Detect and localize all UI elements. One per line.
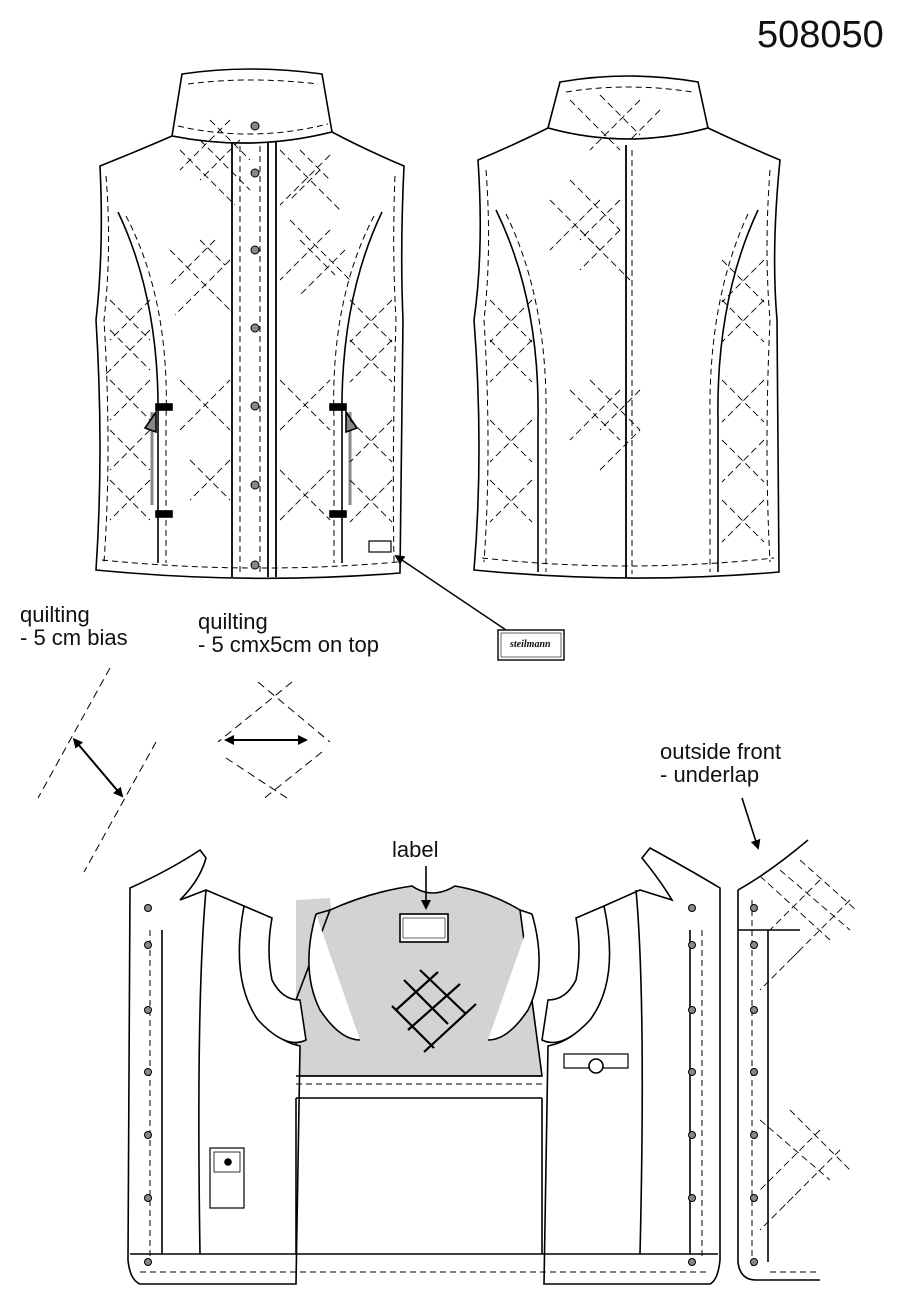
vest-inside-view: [127, 846, 721, 1285]
brand-tag-text: steilmann: [510, 639, 551, 650]
label-callout: label: [392, 837, 439, 862]
quilting-pattern: [104, 94, 765, 543]
underlap-snap-buttons: [750, 904, 758, 1266]
quilting-top-callout: quilting - 5 cmx5cm on top: [198, 609, 379, 658]
inside-snap-buttons: [144, 904, 696, 1266]
style-number: 508050: [757, 14, 884, 56]
outside-front-callout: outside front - underlap: [660, 739, 782, 788]
vest-back-view: [473, 75, 781, 579]
back-collar: [547, 75, 709, 140]
front-snap-buttons: [250, 121, 260, 570]
back-body-outline: [473, 127, 781, 579]
brand-tag-callout: [394, 554, 565, 661]
front-body-outline: [95, 131, 405, 580]
outside-front-underlap-view: [737, 797, 857, 1281]
vest-front-view: [95, 68, 405, 580]
quilting-bias-symbol: [37, 667, 157, 873]
quilting-bias-callout: quilting - 5 cm bias: [20, 602, 128, 651]
quilting-square-symbol: [217, 681, 331, 801]
brand-tag: [497, 629, 565, 661]
